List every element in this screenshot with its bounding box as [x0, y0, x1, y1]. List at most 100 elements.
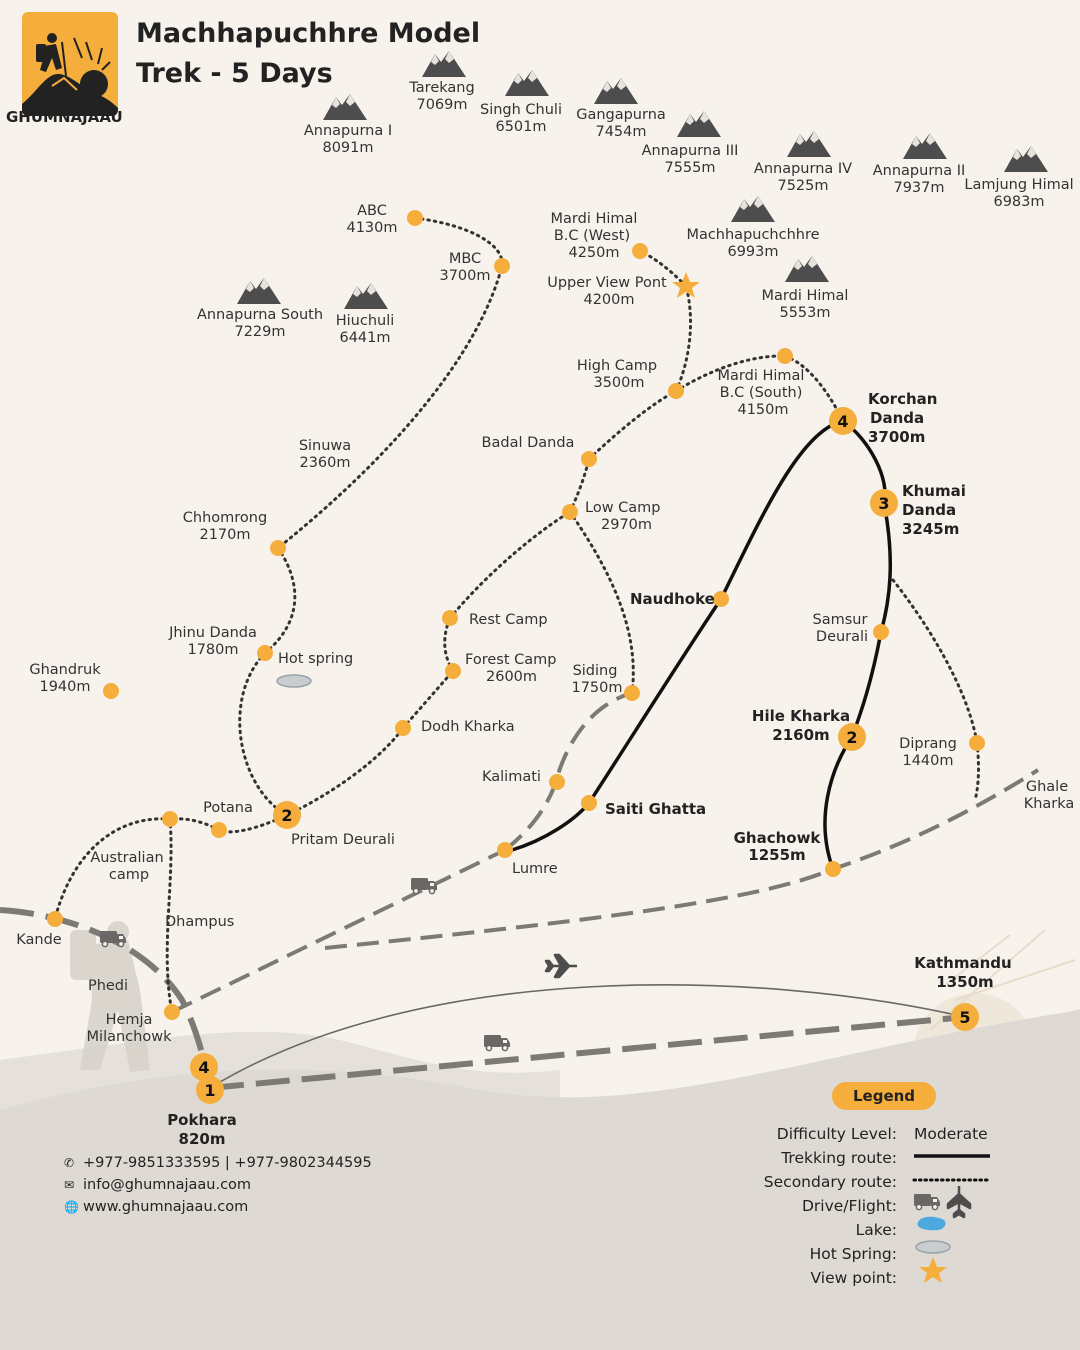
peak-elevation: 7229m	[234, 324, 285, 340]
place-elevation: 4150m	[737, 402, 788, 418]
place-elevation: 1780m	[187, 642, 238, 658]
day-badge-khumai: 3	[878, 494, 889, 513]
legend-drive-label: Drive/Flight:	[801, 1197, 897, 1215]
day-badge-pritam: 2	[281, 806, 292, 825]
peak-name: Mardi Himal	[762, 288, 849, 304]
place-name: Ghale	[1026, 779, 1068, 795]
peak-elevation: 6983m	[993, 194, 1044, 210]
place-name: Khumai	[902, 482, 966, 500]
peak-labels: Annapurna I 8091m Tarekang 7069m Singh C…	[197, 80, 1074, 346]
peak-name: Annapurna III	[642, 143, 739, 159]
peak-name: Machhapuchchhre	[686, 227, 819, 243]
peak-name: Singh Chuli	[480, 102, 562, 118]
place-name: Kharka	[1024, 796, 1075, 812]
peak-elevation: 6501m	[495, 119, 546, 135]
place-name: Ghandruk	[29, 662, 101, 678]
place-name: Jhinu Danda	[168, 625, 257, 641]
phone-text: +977-9851333595 | +977-9802344595	[83, 1155, 372, 1171]
place-name: Danda	[870, 409, 924, 427]
place-elevation: 3700m	[868, 428, 925, 446]
peak-elevation: 7937m	[893, 180, 944, 196]
legend-view-point-icon	[919, 1257, 947, 1283]
day-badge-hile: 2	[846, 728, 857, 747]
day-badge-kathmandu: 5	[959, 1008, 970, 1027]
peak-elevation: 6441m	[339, 330, 390, 346]
peak-name: Hiuchuli	[336, 313, 395, 329]
location-dots	[47, 210, 985, 1020]
place-labels: ABC 4130m MBC 3700m Sinuwa 2360m Chhomro…	[16, 203, 1074, 1045]
peak-elevation: 7069m	[416, 97, 467, 113]
peak-elevation: 7525m	[777, 178, 828, 194]
place-name: Pritam Deurali	[291, 832, 395, 848]
peak-elevation: 6993m	[727, 244, 778, 260]
place-elevation: 4130m	[346, 220, 397, 236]
hiker-silhouette-icon	[70, 921, 150, 1072]
legend-view-point-label: View point:	[810, 1269, 897, 1287]
brand-logo	[22, 12, 118, 116]
legend-trekking-label: Trekking route:	[781, 1149, 897, 1167]
place-elevation: 2970m	[601, 517, 652, 533]
contact-web[interactable]: 🌐www.ghumnajaau.com	[64, 1199, 248, 1215]
peak-elevation: 8091m	[322, 140, 373, 156]
contact-email[interactable]: ✉ info@ghumnajaau.com	[64, 1177, 251, 1193]
place-elevation: 3245m	[902, 520, 959, 538]
title-line-1: Machhapuchhre Model	[136, 18, 481, 49]
phone-icon: ✆	[64, 1156, 75, 1170]
place-name: ABC	[357, 203, 387, 219]
drive-truck-icon	[483, 1034, 511, 1052]
legend-lake-label: Lake:	[855, 1221, 897, 1239]
peak-elevation: 7555m	[664, 160, 715, 176]
place-name: MBC	[449, 251, 481, 267]
place-name: Forest Camp	[465, 652, 556, 668]
background-hills	[0, 929, 1080, 1350]
day-badges	[190, 407, 979, 1104]
place-elevation: 1940m	[39, 679, 90, 695]
place-name: Australian	[90, 850, 163, 866]
place-name: Diprang	[899, 736, 957, 752]
brand-name: GHUMNAJAAU	[6, 108, 123, 126]
place-name: Hemja	[106, 1012, 153, 1028]
place-name: Hile Kharka	[752, 707, 850, 725]
peak-name: Annapurna II	[873, 163, 966, 179]
place-name: Siding	[573, 663, 618, 679]
place-name: Korchan	[868, 390, 937, 408]
place-elevation: 2170m	[199, 527, 250, 543]
peak-name: Annapurna IV	[754, 161, 852, 177]
place-name: Chhomrong	[183, 510, 267, 526]
place-name: B.C (South)	[720, 385, 803, 401]
place-name: Sinuwa	[299, 438, 351, 454]
place-name: Pokhara	[167, 1111, 237, 1129]
place-name: Mardi Himal	[551, 211, 638, 227]
page-title: Machhapuchhre Model Trek - 5 Days	[136, 14, 480, 94]
place-elevation: 1255m	[748, 846, 805, 864]
place-name: Deurali	[816, 629, 868, 645]
day-badge-korchan: 4	[837, 412, 848, 431]
peak-elevation: 5553m	[779, 305, 830, 321]
legend-hot-spring-label: Hot Spring:	[809, 1245, 897, 1263]
legend-secondary-label: Secondary route:	[763, 1173, 897, 1191]
place-elevation: 3700m	[439, 268, 490, 284]
key-place-labels: Naudhoke Saiti Ghatta Korchan Danda 3700…	[167, 390, 1012, 1148]
mail-icon: ✉	[64, 1178, 75, 1192]
place-name: Badal Danda	[482, 435, 575, 451]
place-name: High Camp	[577, 358, 657, 374]
place-name: camp	[109, 867, 149, 883]
peak-name: Lamjung Himal	[964, 177, 1073, 193]
place-name: Low Camp	[585, 500, 661, 516]
place-elevation: 1440m	[902, 753, 953, 769]
place-name: Dodh Kharka	[421, 719, 515, 735]
place-name: Dhampus	[165, 914, 234, 930]
hiker-logo-icon	[22, 33, 118, 116]
place-name: Kalimati	[482, 769, 541, 785]
place-name: B.C (West)	[554, 228, 630, 244]
legend-difficulty-label: Difficulty Level:	[776, 1125, 897, 1143]
web-text[interactable]: www.ghumnajaau.com	[83, 1199, 249, 1215]
place-name: Potana	[203, 800, 253, 816]
place-elevation: 2360m	[299, 455, 350, 471]
place-name: Milanchowk	[87, 1029, 173, 1045]
legend-difficulty-value: Moderate	[914, 1125, 988, 1143]
place-name: Kathmandu	[914, 954, 1011, 972]
email-text[interactable]: info@ghumnajaau.com	[83, 1177, 252, 1193]
